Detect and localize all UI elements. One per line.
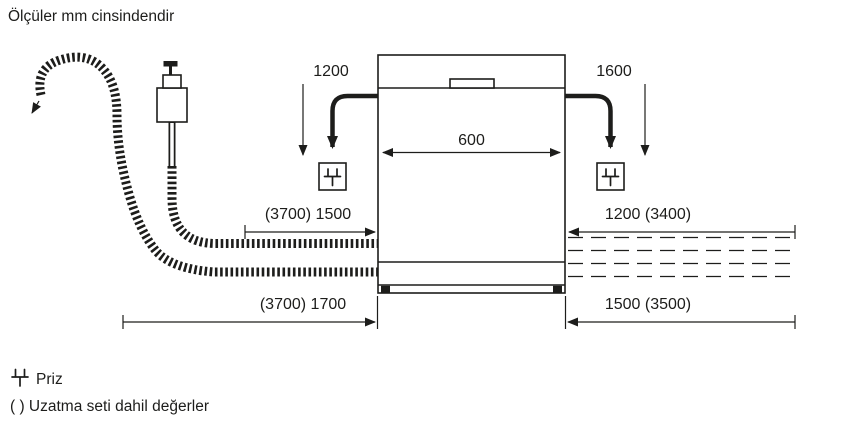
drain-direction-arrow — [31, 100, 41, 114]
page-title: Ölçüler mm cinsindendir — [8, 7, 174, 25]
power-cord-right — [565, 93, 616, 149]
dimension-lower-left: (3700) 1700 — [122, 296, 376, 329]
socket-icon-left — [318, 162, 347, 191]
plug-icon — [11, 368, 29, 387]
dimension-lower-right: 1500 (3500) — [567, 296, 796, 329]
legend: Priz ( ) Uzatma seti dahil değerler — [10, 368, 209, 415]
dimension-cord-right: 1600 — [596, 63, 650, 156]
dimension-width: 600 — [382, 132, 561, 157]
appliance — [377, 54, 566, 294]
dimension-lower-left-value: (3700) 1700 — [260, 296, 346, 313]
legend-note: ( ) Uzatma seti dahil değerler — [10, 398, 209, 415]
drain-hose-icon — [31, 52, 380, 277]
dimension-upper-left: (3700) 1500 — [244, 206, 376, 239]
tap-valve-icon — [156, 61, 188, 123]
dimension-lower-right-value: 1500 (3500) — [605, 296, 691, 313]
dimension-upper-left-value: (3700) 1500 — [265, 206, 351, 223]
inlet-hose-icon — [167, 122, 380, 248]
legend-socket-label: Priz — [36, 371, 63, 388]
dimension-upper-right-value: 1200 (3400) — [605, 206, 691, 223]
appliance-foot-left — [381, 285, 390, 293]
power-cord-left — [327, 93, 378, 149]
appliance-foot-right — [553, 285, 562, 293]
dimension-cord-left-value: 1200 — [313, 63, 349, 80]
hose-extension-dashed-lines — [568, 236, 793, 278]
dimension-cord-left: 1200 — [298, 63, 349, 156]
dimension-width-value: 600 — [458, 132, 485, 149]
dimension-upper-right: 1200 (3400) — [568, 206, 796, 239]
socket-icon-right — [596, 162, 625, 191]
appliance-handle — [449, 78, 495, 89]
dimension-cord-right-value: 1600 — [596, 63, 632, 80]
